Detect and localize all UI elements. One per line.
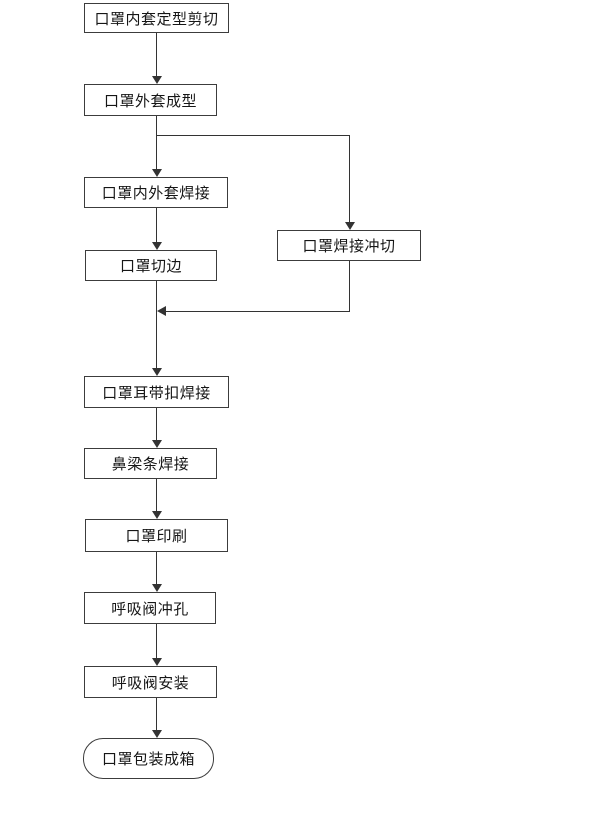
connector-n9-n10-line [156, 624, 157, 658]
connector-branch-return-vline [349, 261, 350, 312]
connector-n3-n4-line [156, 208, 157, 242]
flow-node-label: 口罩内套定型剪切 [94, 10, 219, 28]
flow-node-label: 口罩外套成型 [103, 92, 197, 110]
flow-node-label: 口罩切边 [119, 258, 182, 275]
arrow-down-icon [152, 730, 162, 738]
connector-branch-down-line [349, 135, 350, 222]
connector-branch-out-hline [156, 135, 350, 136]
connector-n10-n11-line [156, 698, 157, 730]
flow-node-edge-trimming: 口罩切边 [85, 250, 217, 281]
flow-node-label: 口罩内外套焊接 [101, 185, 211, 202]
flow-node-label: 口罩包装成箱 [101, 751, 195, 768]
connector-n8-n9-line [156, 552, 157, 584]
arrow-down-icon [152, 658, 162, 666]
flow-node-welding-punch-cut: 口罩焊接冲切 [277, 230, 421, 261]
arrow-down-icon [152, 511, 162, 519]
flow-node-outer-cover-forming: 口罩外套成型 [84, 84, 217, 116]
flow-node-mask-printing: 口罩印刷 [85, 519, 228, 552]
flow-node-valve-punching: 呼吸阀冲孔 [84, 592, 216, 624]
arrow-down-icon [152, 169, 162, 177]
arrow-down-icon [152, 584, 162, 592]
flow-node-ear-strap-buckle-welding: 口罩耳带扣焊接 [84, 376, 229, 408]
flow-node-label: 鼻梁条焊接 [111, 456, 190, 473]
flow-node-valve-installation: 呼吸阀安装 [84, 666, 217, 698]
arrow-down-icon [152, 76, 162, 84]
flow-node-inner-cover-shaping-cut: 口罩内套定型剪切 [84, 3, 229, 33]
connector-branch-return-hline [166, 311, 350, 312]
arrow-down-icon [152, 368, 162, 376]
flow-node-label: 呼吸阀安装 [111, 674, 190, 692]
arrow-down-icon [345, 222, 355, 230]
connector-n1-n2-line [156, 33, 157, 76]
arrow-down-icon [152, 242, 162, 250]
flow-node-nose-bridge-welding: 鼻梁条焊接 [84, 448, 217, 479]
connector-n6-n7-line [156, 408, 157, 440]
flow-node-inner-outer-welding: 口罩内外套焊接 [84, 177, 228, 208]
flow-node-label: 口罩耳带扣焊接 [102, 384, 211, 402]
arrow-down-icon [152, 440, 162, 448]
flow-node-label: 口罩焊接冲切 [302, 238, 396, 255]
flow-node-packing-terminator: 口罩包装成箱 [83, 738, 214, 779]
flow-node-label: 口罩印刷 [125, 528, 188, 545]
connector-n2-n3-line [156, 116, 157, 169]
connector-n4-n6-line [156, 281, 157, 368]
flow-node-label: 呼吸阀冲孔 [111, 600, 189, 618]
connector-n7-n8-line [156, 479, 157, 511]
arrow-left-icon [157, 306, 166, 316]
